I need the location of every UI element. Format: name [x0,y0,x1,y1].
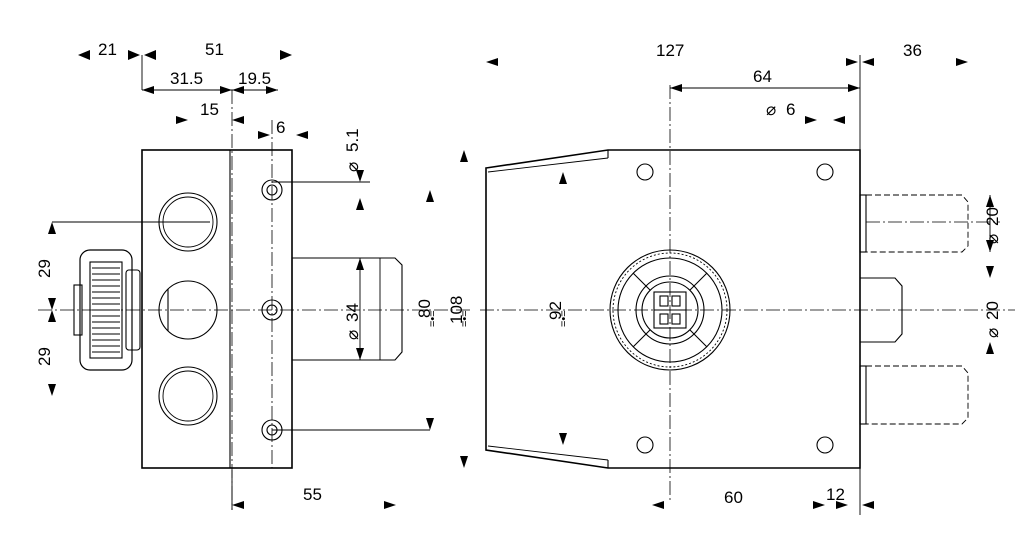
dim-6: 6 [276,118,285,137]
dim-20-mid: 20 [983,301,1002,320]
dim-127: 127 [656,41,684,60]
dim-60: 60 [724,488,743,507]
corner-hole-top-left [636,163,654,181]
dim-20-top: 20 [983,207,1002,226]
side-view [38,55,470,510]
housing-bore-bottom-inner [162,370,214,422]
dim-80-center: =•= [427,310,439,327]
dim-12: 12 [826,485,845,504]
dim-6-hole: 6 [786,100,795,119]
dim-108-center: =•= [459,310,471,327]
dim-36: 36 [903,41,922,60]
left-dimensions: 21 51 31.5 19.5 15 6 ⌀ 5.1 29 29 [35,40,471,509]
screw-hole-top [261,179,283,201]
right-dimensions: 127 36 64 ⌀ 6 ⌀ 20 ⌀ 20 92 =•= 60 [486,41,1002,509]
dim-31-5: 31.5 [170,69,203,88]
side-cylinder-bottom [866,365,969,425]
dim-15: 15 [200,100,219,119]
corner-hole-bottom-left [636,436,654,454]
side-cylinder-top-flange [859,194,867,253]
side-cylinder-top [866,194,969,253]
corner-hole-bottom-right [816,436,834,454]
dim-21: 21 [98,40,117,59]
dim-55: 55 [303,485,322,504]
corner-hole-top-right [816,163,834,181]
housing-bore-bottom [158,366,218,426]
dim-64: 64 [753,67,772,86]
spindle-cylinder [291,257,403,361]
dim-20-mid-symbol: ⌀ [983,328,1002,338]
dim-5-1-symbol: ⌀ [343,162,362,172]
taper-bottom-inner [487,445,609,461]
dim-20-top-symbol: ⌀ [983,234,1002,244]
screw-hole-top-inner [266,184,278,196]
side-cylinder-bottom-flange [859,365,867,425]
dim-34: 34 [343,303,362,322]
dim-34-symbol: ⌀ [343,330,362,340]
dim-29-bottom: 29 [35,347,54,366]
taper-top-inner [487,157,609,173]
dim-108: 108 [447,296,466,324]
dim-19-5: 19.5 [238,69,271,88]
side-cylinder-mid [860,277,903,343]
dim-5-1: 5.1 [343,128,362,152]
front-housing-outline [485,149,861,469]
dim-80: 80 [415,299,434,318]
dim-92: 92 [546,301,565,320]
dial [609,249,731,371]
dim-51: 51 [205,40,224,59]
dim-6-hole-symbol: ⌀ [766,100,776,119]
dim-29-top: 29 [35,259,54,278]
dim-92-center: =•= [558,310,570,327]
front-view [480,55,1015,515]
